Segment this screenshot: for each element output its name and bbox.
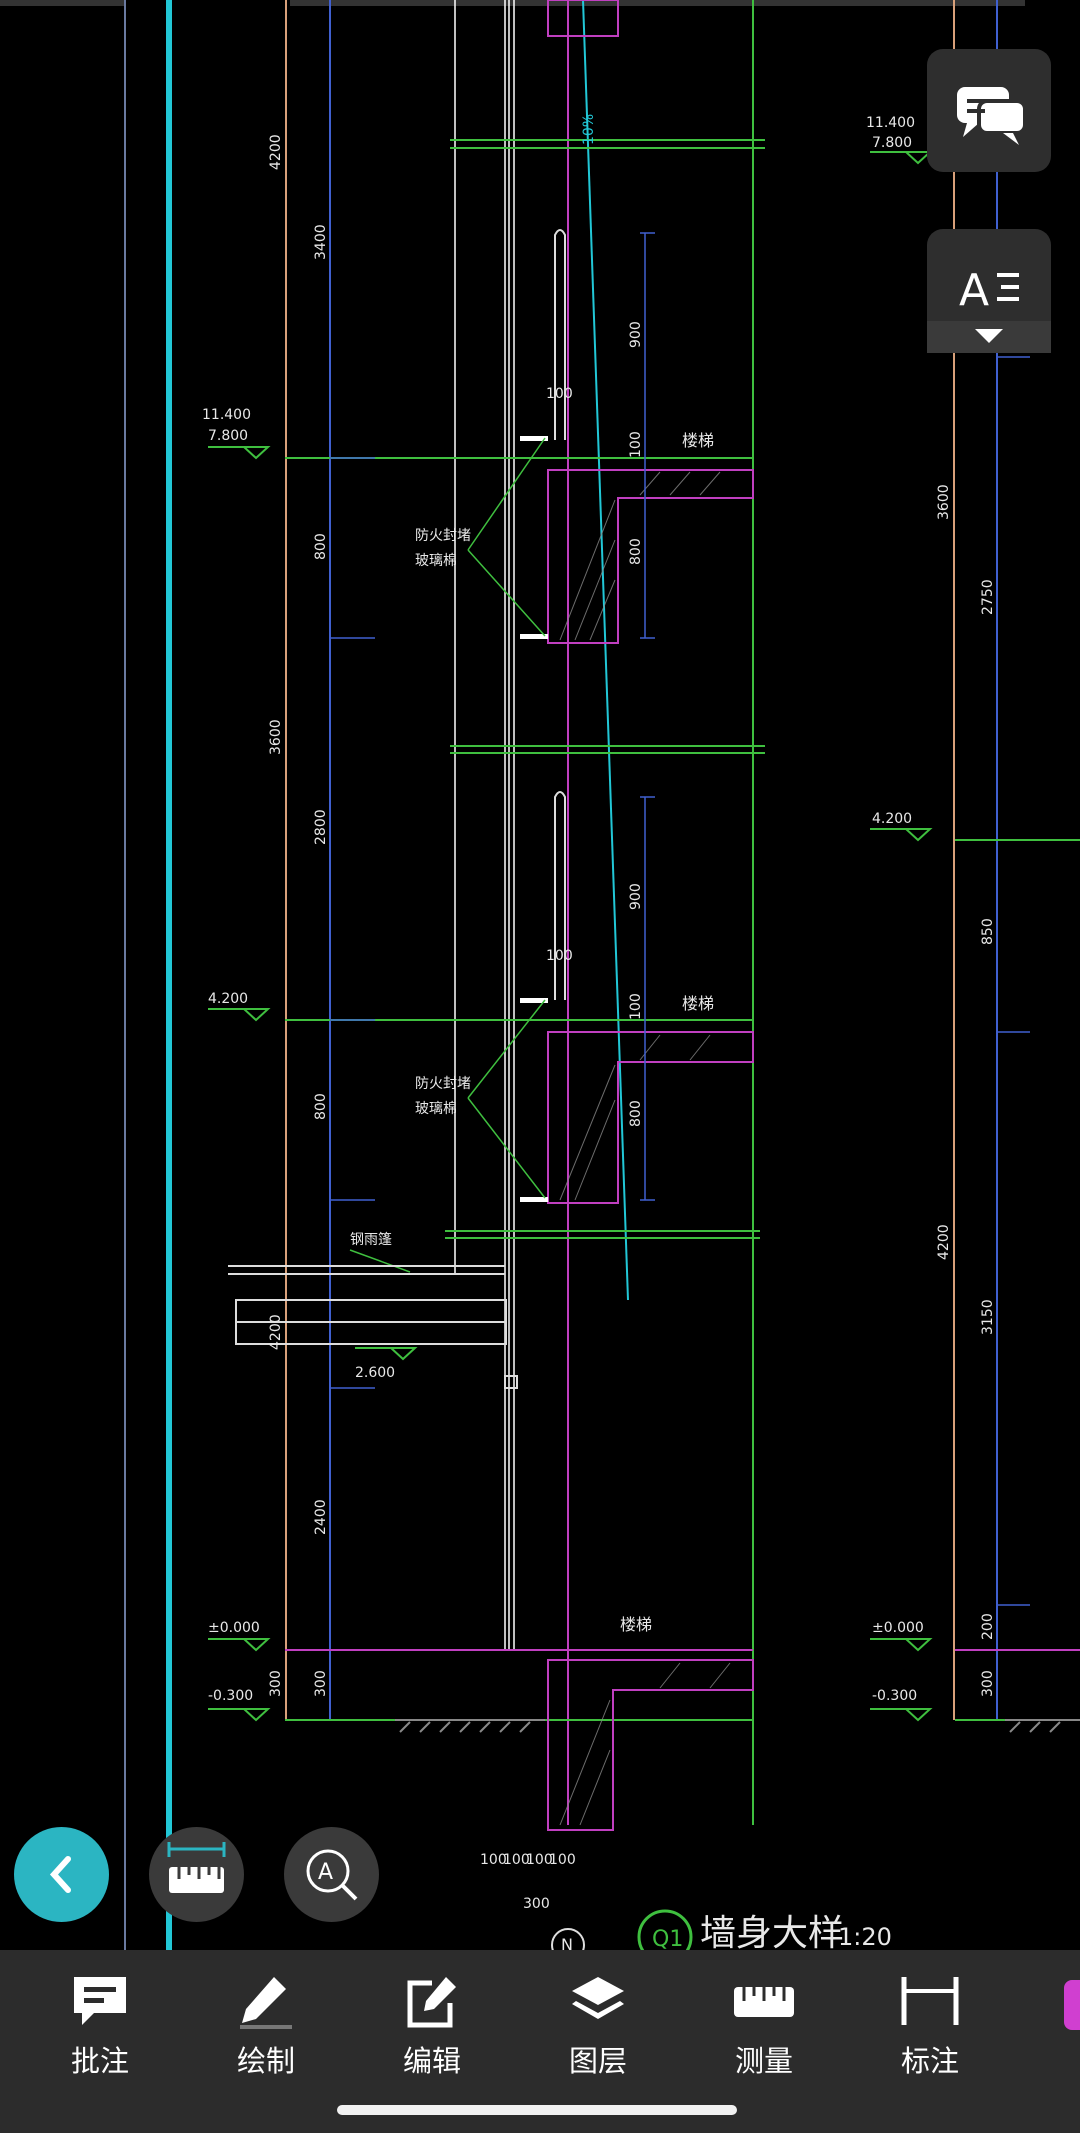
cad-drawing-canvas[interactable]: 楼梯 楼梯 楼梯 防火封堵 玻璃棉 防火封堵 玻璃棉 钢雨篷 墙身大样 1:20… (0, 0, 1080, 1950)
layers-icon (572, 1977, 624, 2019)
dim-2400: 2400 (313, 1499, 329, 1535)
dim-100-a: 100 (628, 431, 644, 458)
label-canopy: 钢雨篷 (350, 1232, 392, 1248)
dim-bottom-4: 100 (549, 1852, 576, 1868)
dim-right-300: 300 (980, 1670, 996, 1697)
text-style-icon: A (927, 265, 1051, 353)
dim-4200-a: 4200 (268, 134, 284, 170)
ruler-button[interactable] (149, 1827, 244, 1922)
elev-left-7800: 7.800 (208, 428, 248, 444)
pen-icon (240, 1977, 292, 2029)
elev-left-4200: 4.200 (208, 991, 248, 1007)
label-stairs-upper: 楼梯 (682, 431, 714, 450)
dim-right-3150: 3150 (980, 1299, 996, 1335)
tool-layers-label: 图层 (568, 2044, 627, 2078)
dim-bottom-300: 300 (523, 1896, 550, 1912)
elev-right-m300: -0.300 (872, 1688, 917, 1704)
text-style-button[interactable]: A (927, 229, 1051, 353)
dim-bottom-2: 100 (503, 1852, 530, 1868)
dim-100-b: 100 (628, 993, 644, 1020)
drawing-title: 墙身大样 (700, 1913, 844, 1950)
dim-3400: 3400 (313, 224, 329, 260)
svg-text:A: A (959, 265, 989, 316)
elev-left-pm0: ±0.000 (208, 1620, 260, 1636)
dim-800-c: 800 (628, 538, 644, 565)
label-fire-stop-1: 防火封堵 (415, 528, 471, 544)
detail-bubble: Q1 (652, 1927, 683, 1950)
dim-100-h1: 100 (546, 386, 573, 402)
dim-right-3600: 3600 (936, 484, 952, 520)
bottom-toolbar: 批注 绘制 编辑 图层 测量 标注 (0, 1950, 1080, 2133)
label-glass-wool-2: 玻璃棉 (415, 1100, 457, 1117)
home-indicator[interactable] (337, 2105, 737, 2115)
chevron-left-icon (49, 1856, 71, 1893)
comments-icon (957, 87, 1027, 145)
label-glass-wool-1: 玻璃棉 (415, 552, 457, 569)
dim-900-a: 900 (628, 321, 644, 348)
back-button[interactable] (14, 1827, 109, 1922)
dim-right-200: 200 (980, 1613, 996, 1640)
tool-edit[interactable]: 编辑 (372, 1970, 492, 2080)
tool-measure[interactable]: 测量 (704, 1970, 824, 2080)
dim-bottom-1: 100 (480, 1852, 507, 1868)
elev-left-m300: -0.300 (208, 1688, 253, 1704)
tool-measure-label: 测量 (734, 2044, 793, 2078)
dim-right-850: 850 (980, 918, 996, 945)
dim-slope: 10% (581, 114, 597, 145)
label-stairs-ground: 楼梯 (620, 1615, 652, 1634)
dim-right-2750: 2750 (980, 579, 996, 615)
comments-button[interactable] (927, 49, 1051, 172)
text-search-icon: A (306, 1849, 358, 1901)
svg-text:A: A (318, 1860, 333, 1885)
elev-right-11400: 11.400 (866, 115, 915, 131)
edit-icon (407, 1977, 456, 2028)
dim-800-b: 800 (313, 1093, 329, 1120)
dim-800-a: 800 (313, 533, 329, 560)
measure-icon (734, 1987, 794, 2017)
text-search-button[interactable]: A (284, 1827, 379, 1922)
dim-300-b: 300 (313, 1670, 329, 1697)
dim-bottom-3: 100 (526, 1852, 553, 1868)
north-mark: N (561, 1935, 573, 1950)
dim-900-b: 900 (628, 883, 644, 910)
dim-100-h2: 100 (546, 948, 573, 964)
tool-dimension-label: 标注 (900, 2044, 959, 2078)
dim-3600: 3600 (268, 719, 284, 755)
tool-dimension[interactable]: 标注 (870, 1970, 990, 2080)
tool-draw[interactable]: 绘制 (206, 1970, 326, 2080)
dimension-icon (901, 1977, 959, 2025)
dim-800-d: 800 (628, 1100, 644, 1127)
color-tool-edge[interactable] (1064, 1980, 1080, 2030)
elev-right-pm0: ±0.000 (872, 1620, 924, 1636)
tool-annotation-label: 批注 (70, 2044, 129, 2078)
annotation-icon (74, 1977, 126, 2025)
elev-left-11400: 11.400 (202, 407, 251, 423)
label-stairs-middle: 楼梯 (682, 994, 714, 1013)
dim-300-a: 300 (268, 1670, 284, 1697)
ruler-icon (167, 1842, 226, 1893)
elev-canopy-2600: 2.600 (355, 1365, 395, 1381)
drawing-scale: 1:20 (838, 1923, 892, 1950)
tool-edit-label: 编辑 (402, 2044, 461, 2078)
tool-layers[interactable]: 图层 (538, 1970, 658, 2080)
tool-draw-label: 绘制 (236, 2044, 295, 2078)
dim-4200-b: 4200 (268, 1314, 284, 1350)
elev-right-4200: 4.200 (872, 811, 912, 827)
dim-right-4200: 4200 (936, 1224, 952, 1260)
tool-annotation[interactable]: 批注 (40, 1970, 160, 2080)
label-fire-stop-2: 防火封堵 (415, 1076, 471, 1092)
elev-right-7800: 7.800 (872, 135, 912, 151)
dim-2800: 2800 (313, 809, 329, 845)
